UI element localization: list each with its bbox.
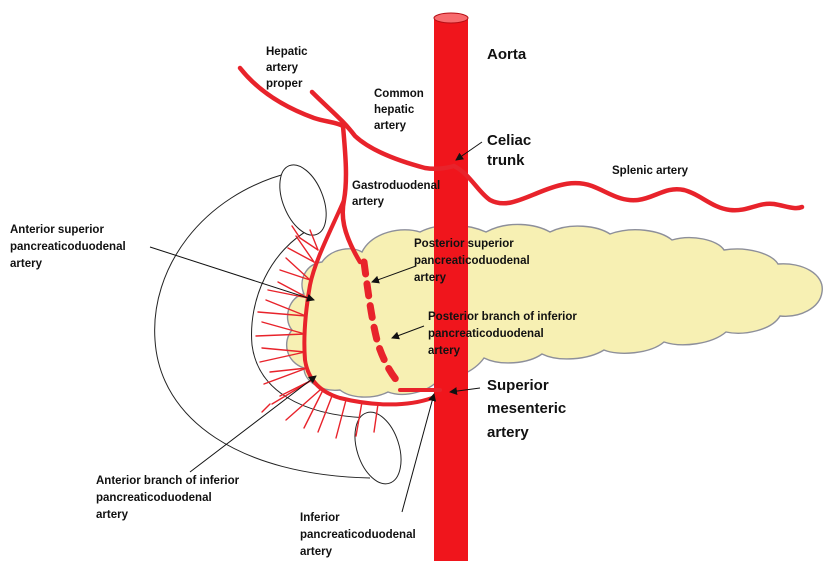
- label-splenic-artery: Splenic artery: [612, 165, 689, 177]
- label-inferior-pd-3: artery: [300, 546, 333, 558]
- label-celiac-trunk-1: Celiac: [487, 132, 531, 149]
- label-posterior-branch-inferior-2: pancreaticoduodenal: [428, 328, 544, 340]
- label-gastroduodenal-2: artery: [352, 196, 385, 208]
- label-inferior-pd-2: pancreaticoduodenal: [300, 529, 416, 541]
- label-anterior-superior-2: pancreaticoduodenal: [10, 241, 126, 253]
- label-anterior-superior-3: artery: [10, 258, 43, 270]
- aorta-body: [434, 18, 468, 561]
- duodenum-upper-opening: [271, 158, 336, 242]
- label-anterior-branch-inferior-3: artery: [96, 509, 129, 521]
- label-posterior-superior-1: Posterior superior: [414, 238, 514, 250]
- label-anterior-branch-inferior-1: Anterior branch of inferior: [96, 475, 240, 487]
- label-posterior-branch-inferior-3: artery: [428, 345, 461, 357]
- label-aorta: Aorta: [487, 46, 527, 63]
- label-anterior-branch-inferior-2: pancreaticoduodenal: [96, 492, 212, 504]
- aorta-top: [434, 13, 468, 23]
- label-posterior-branch-inferior-1: Posterior branch of inferior: [428, 311, 577, 323]
- label-posterior-superior-3: artery: [414, 272, 447, 284]
- label-sma-2: mesenteric: [487, 400, 566, 417]
- label-hepatic-artery-proper-3: proper: [266, 78, 303, 90]
- aorta: [434, 13, 468, 561]
- label-sma-1: Superior: [487, 377, 549, 394]
- gastroduodenal-artery: [343, 126, 360, 262]
- label-common-hepatic-3: artery: [374, 120, 407, 132]
- label-hepatic-artery-proper-2: artery: [266, 62, 299, 74]
- label-gastroduodenal-1: Gastroduodenal: [352, 180, 440, 192]
- label-sma-3: artery: [487, 424, 529, 441]
- label-celiac-trunk-2: trunk: [487, 152, 525, 169]
- label-hepatic-artery-proper-1: Hepatic: [266, 46, 308, 58]
- label-anterior-superior-1: Anterior superior: [10, 224, 104, 236]
- label-posterior-superior-2: pancreaticoduodenal: [414, 255, 530, 267]
- hepatic-artery-proper: [240, 68, 343, 126]
- label-common-hepatic-2: hepatic: [374, 104, 415, 116]
- inferior-pd-pointer: [402, 394, 434, 512]
- label-inferior-pd-1: Inferior: [300, 512, 340, 524]
- label-common-hepatic-1: Common: [374, 88, 424, 100]
